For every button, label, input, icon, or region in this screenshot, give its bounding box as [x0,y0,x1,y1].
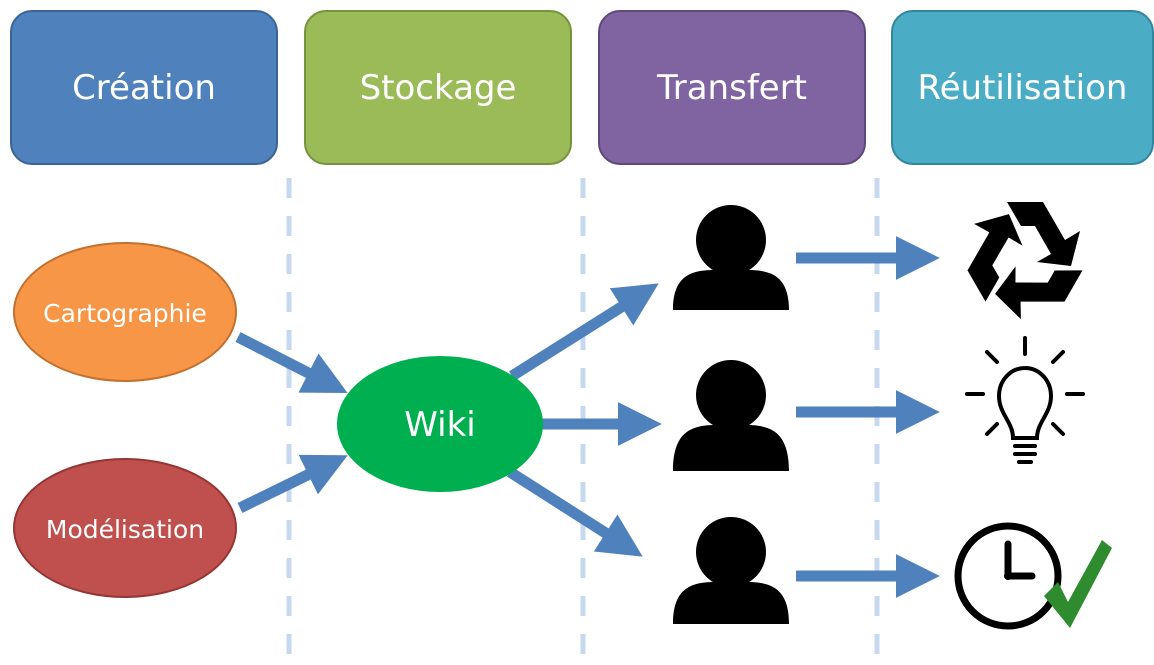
phase-transfert: Transfert [598,10,866,165]
recycle-icon [967,202,1083,320]
arrow-wiki-to-person-1 [509,283,659,381]
node-wiki-label: Wiki [404,405,475,445]
person-icon [673,205,789,310]
phase-reutilisation-label: Réutilisation [917,67,1128,108]
phase-creation: Création [10,10,278,165]
arrow-modelisation-to-wiki [237,454,348,513]
node-modelisation: Modélisation [13,458,237,598]
arrow-cartographie-to-wiki [235,332,348,394]
clock-check-icon [954,522,1062,630]
node-cartographie-label: Cartographie [43,299,207,328]
node-modelisation-label: Modélisation [46,515,204,544]
node-wiki: Wiki [337,356,543,492]
phase-transfert-label: Transfert [656,67,808,108]
phase-stockage: Stockage [304,10,572,165]
checkmark-icon [1044,540,1112,628]
node-cartographie: Cartographie [13,242,237,382]
phase-reutilisation: Réutilisation [891,10,1154,165]
arrow-wiki-to-person-3 [507,467,643,557]
phase-stockage-label: Stockage [359,67,517,108]
person-icon [673,517,789,624]
lightbulb-icon [965,336,1085,464]
phase-creation-label: Création [72,67,216,108]
person-icon [673,360,789,471]
